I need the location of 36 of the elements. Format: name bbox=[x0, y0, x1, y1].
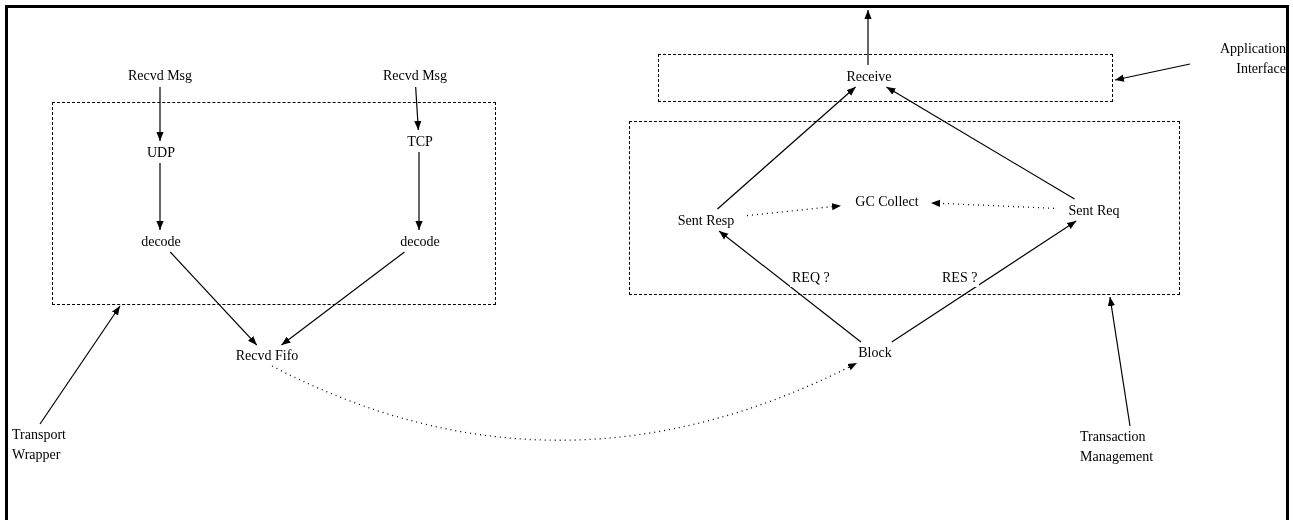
dashed-group-box bbox=[658, 54, 1113, 102]
leader-line bbox=[1107, 296, 1131, 427]
node-label: Sent Req bbox=[1057, 202, 1131, 220]
arrow bbox=[885, 86, 1076, 200]
arrow bbox=[864, 9, 872, 66]
arrow bbox=[718, 230, 862, 343]
node-label: Recvd Msg bbox=[373, 67, 457, 85]
node-label: TCP bbox=[398, 133, 442, 151]
annotation-text: Application Interface bbox=[1182, 38, 1286, 80]
dotted-arrow bbox=[271, 362, 858, 441]
node-label: decode bbox=[388, 233, 452, 251]
node-label: Sent Resp bbox=[666, 212, 746, 230]
arrow bbox=[169, 251, 258, 346]
leader-line bbox=[39, 305, 121, 425]
arrow bbox=[716, 86, 857, 210]
dotted-arrow bbox=[746, 203, 842, 217]
annotation-text: Transaction Management bbox=[1080, 426, 1190, 468]
arrow bbox=[156, 162, 164, 231]
arrow bbox=[280, 251, 406, 346]
node-label: UDP bbox=[139, 144, 183, 162]
arrow bbox=[414, 86, 422, 131]
node-label: GC Collect bbox=[844, 193, 930, 211]
edge-label: REQ ? bbox=[790, 269, 832, 287]
dashed-group-box bbox=[52, 102, 496, 305]
dotted-arrow bbox=[930, 199, 1055, 209]
node-label: Recvd Fifo bbox=[225, 347, 309, 365]
node-label: decode bbox=[129, 233, 193, 251]
node-label: Block bbox=[851, 344, 899, 362]
node-label: Receive bbox=[835, 68, 903, 86]
annotation-text: Transport Wrapper bbox=[12, 424, 96, 466]
edge-label: RES ? bbox=[940, 269, 980, 287]
arrow bbox=[891, 220, 1077, 343]
node-label: Recvd Msg bbox=[118, 67, 202, 85]
arrow bbox=[156, 86, 164, 142]
arrow bbox=[415, 151, 423, 231]
leader-line bbox=[1114, 63, 1191, 82]
